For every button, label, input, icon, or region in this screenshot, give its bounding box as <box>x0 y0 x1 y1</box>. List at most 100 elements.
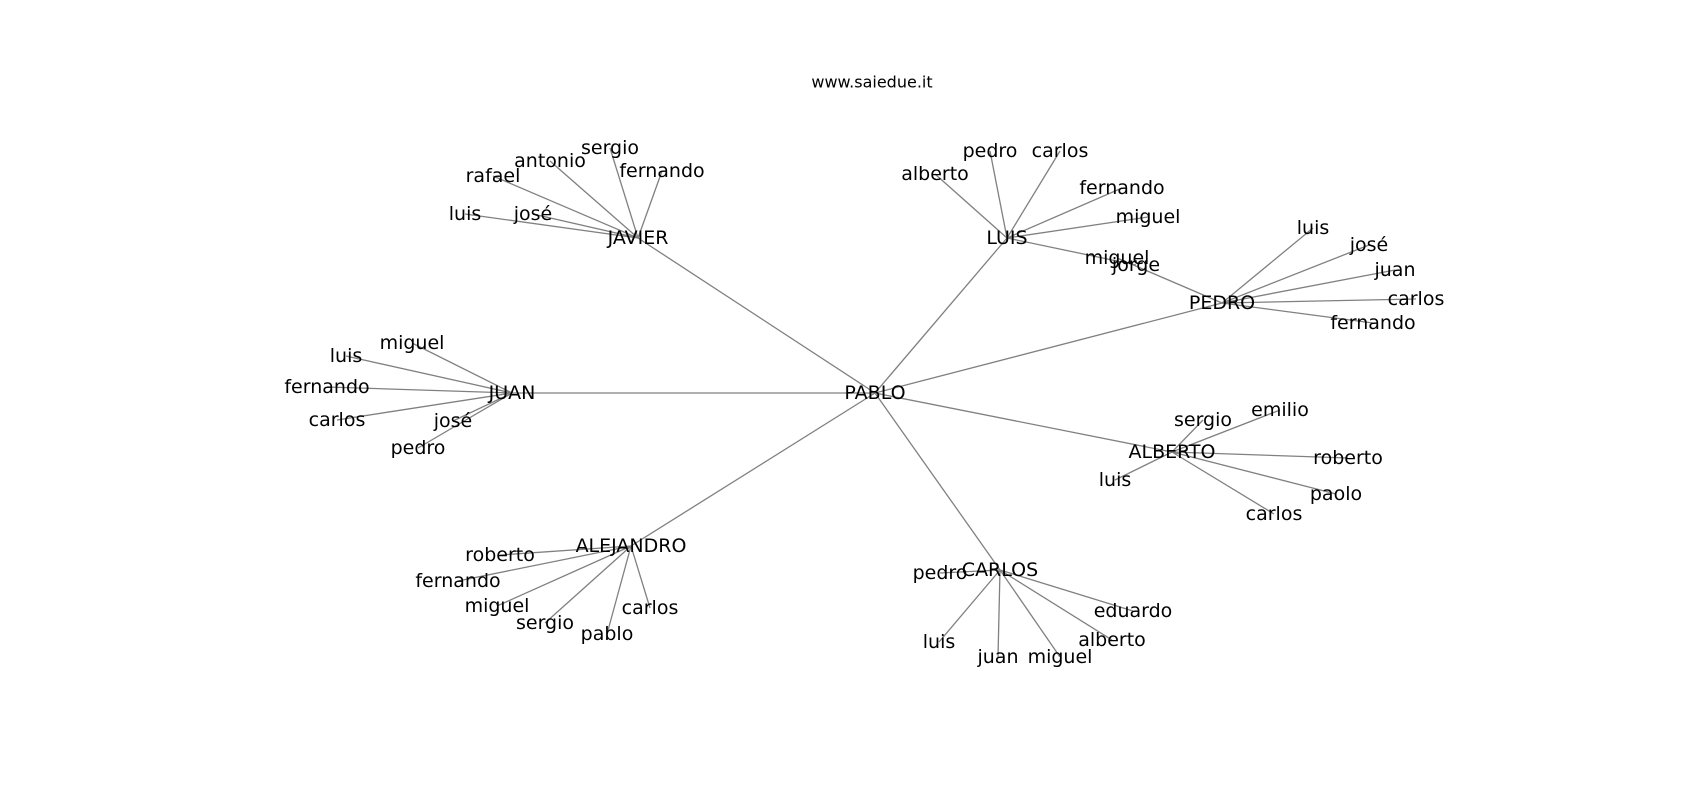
edge-center-alejandro <box>630 392 876 547</box>
edge-alejandro-3 <box>544 545 632 624</box>
edge-javier-3 <box>549 160 639 239</box>
site-caption: www.saiedue.it <box>811 73 932 92</box>
node-leaf-alejandro-3: sergio <box>516 612 574 634</box>
edge-alejandro-5 <box>630 545 651 609</box>
node-leaf-javier-3: antonio <box>514 150 586 172</box>
edge-javier-0 <box>464 213 639 239</box>
node-leaf-alejandro-0: roberto <box>465 544 535 566</box>
edge-alberto-5 <box>1114 451 1173 481</box>
node-leaf-luis-2: carlos <box>1032 140 1089 162</box>
node-leaf-luis-3: fernando <box>1079 177 1164 199</box>
edge-carlos-5 <box>999 569 1134 612</box>
node-leaf-carlos-5: eduardo <box>1094 600 1173 622</box>
node-leaf-alejandro-1: fernando <box>415 570 500 592</box>
node-hub-alberto: ALBERTO <box>1128 441 1215 463</box>
edge-alejandro-4 <box>606 545 632 635</box>
edge-pedro-5 <box>1116 257 1223 304</box>
node-leaf-juan-0: miguel <box>380 332 445 354</box>
edge-carlos-1 <box>938 569 1001 643</box>
edge-alberto-2 <box>1171 451 1349 459</box>
node-hub-luis: LUIS <box>986 227 1027 249</box>
edge-pedro-0 <box>1221 227 1314 304</box>
node-leaf-luis-4: miguel <box>1116 206 1181 228</box>
edge-luis-1 <box>989 150 1008 239</box>
edge-carlos-2 <box>997 569 1001 658</box>
edge-javier-2 <box>492 175 639 239</box>
node-leaf-carlos-2: juan <box>976 646 1018 668</box>
node-leaf-pedro-2: juan <box>1373 259 1415 281</box>
edge-carlos-4 <box>999 569 1113 641</box>
node-hub-pedro: PEDRO <box>1189 292 1255 314</box>
node-leaf-pedro-4: fernando <box>1330 312 1415 334</box>
node-leaf-alberto-0: sergio <box>1174 409 1232 431</box>
node-leaf-luis-5: jorge <box>1111 254 1160 276</box>
node-leaf-javier-2: rafael <box>466 165 521 187</box>
node-leaf-javier-4: sergio <box>581 137 639 159</box>
node-leaf-carlos-0: pedro <box>913 562 968 584</box>
node-hub-juan: JUAN <box>488 382 536 404</box>
edge-juan-3 <box>336 392 513 421</box>
edge-javier-5 <box>637 170 663 239</box>
edge-pedro-1 <box>1221 244 1370 304</box>
node-leaf-luis-0: alberto <box>901 163 969 185</box>
edge-luis-3 <box>1006 187 1123 239</box>
edges-layer <box>326 147 1417 658</box>
edge-juan-4 <box>452 392 513 422</box>
edge-alberto-3 <box>1171 451 1337 495</box>
edge-luis-0 <box>934 173 1008 239</box>
edge-center-carlos <box>874 392 1001 571</box>
node-leaf-luis-1: pedro <box>963 140 1018 162</box>
node-leaf-javier-5: fernando <box>619 160 704 182</box>
node-leaf-alberto-1: emilio <box>1251 399 1309 421</box>
node-hub-alejandro: ALEJANDRO <box>576 535 687 557</box>
node-leaf-carlos-4: alberto <box>1078 629 1146 651</box>
edge-luis-2 <box>1006 150 1061 239</box>
edge-juan-1 <box>345 355 513 394</box>
node-leaf-alejandro-5: carlos <box>622 597 679 619</box>
node-leaf-juan-5: pedro <box>391 437 446 459</box>
node-leaf-carlos-3: miguel <box>1028 646 1093 668</box>
node-leaf-javier-1: josé <box>513 203 553 225</box>
edge-center-alberto <box>874 392 1173 453</box>
edge-carlos-0 <box>939 569 1001 574</box>
node-leaf-javier-0: luis <box>449 203 482 225</box>
node-leaf-alberto-4: carlos <box>1246 503 1303 525</box>
node-hub-carlos: CARLOS <box>962 559 1038 581</box>
node-leaf-juan-4: josé <box>433 410 473 432</box>
edge-luis-4 <box>1006 216 1149 239</box>
edge-alberto-1 <box>1171 409 1281 453</box>
node-leaf-alberto-2: roberto <box>1313 447 1383 469</box>
edge-center-pedro <box>874 302 1223 394</box>
edge-alberto-4 <box>1171 451 1275 515</box>
edge-javier-1 <box>532 213 639 239</box>
edge-pedro-2 <box>1221 269 1396 304</box>
edge-luis-5 <box>1006 237 1137 266</box>
edge-juan-5 <box>417 392 513 449</box>
node-leaf-carlos-1: luis <box>923 631 956 653</box>
edge-pedro-4 <box>1221 302 1374 324</box>
edge-alejandro-0 <box>499 545 632 556</box>
edge-javier-4 <box>609 147 639 239</box>
edge-pedro-3 <box>1221 298 1417 304</box>
edge-center-luis <box>874 237 1008 394</box>
node-leaf-pedro-5: miguel <box>1085 247 1150 269</box>
node-leaf-alejandro-4: pablo <box>581 623 634 645</box>
edge-alejandro-1 <box>457 545 632 582</box>
node-hub-javier: JAVIER <box>607 227 669 249</box>
edge-juan-0 <box>411 342 513 394</box>
node-leaf-juan-1: luis <box>330 345 363 367</box>
node-center: PABLO <box>844 382 905 404</box>
edge-alberto-0 <box>1171 419 1204 453</box>
edge-alejandro-2 <box>496 545 632 607</box>
node-leaf-alberto-3: paolo <box>1310 483 1362 505</box>
node-leaf-juan-2: fernando <box>284 376 369 398</box>
node-leaf-pedro-3: carlos <box>1388 288 1445 310</box>
node-leaf-pedro-0: luis <box>1297 217 1330 239</box>
node-leaf-alberto-5: luis <box>1099 469 1132 491</box>
edge-center-javier <box>637 237 876 394</box>
node-leaf-alejandro-2: miguel <box>465 595 530 617</box>
node-leaf-pedro-1: josé <box>1349 234 1389 256</box>
edge-juan-2 <box>326 386 513 394</box>
